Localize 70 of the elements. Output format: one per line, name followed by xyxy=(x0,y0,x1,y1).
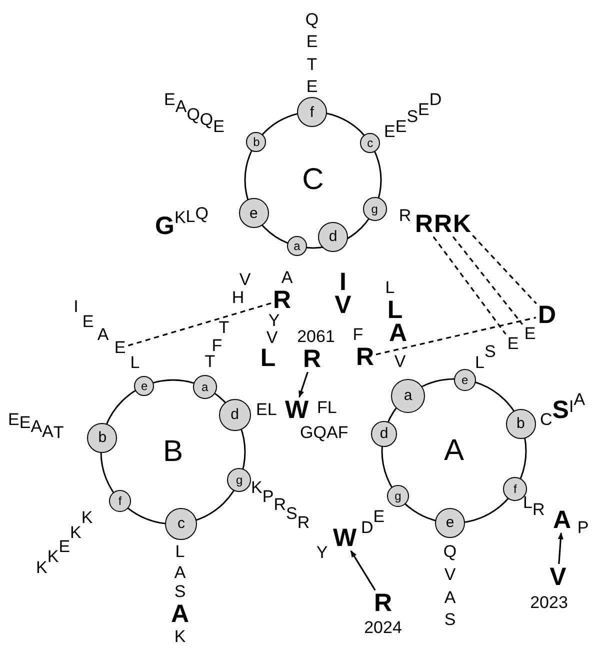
residue-letter: R xyxy=(355,345,375,369)
heptad-position-circle: a xyxy=(286,236,307,256)
heptad-position-circle: e xyxy=(134,376,154,396)
residue-letter: E xyxy=(506,335,520,353)
heptad-position-circle: b xyxy=(87,422,118,453)
residue-sequence: Y xyxy=(315,544,329,562)
residue-sequence: A xyxy=(280,269,294,287)
residue-letter: E xyxy=(113,339,127,357)
heptad-position-circle: e xyxy=(238,198,269,228)
heptad-position-circle: c xyxy=(360,133,380,154)
heptad-position-circle: d xyxy=(371,420,398,447)
residue-sequence: IEA xyxy=(72,298,110,344)
wheel-label: A xyxy=(444,436,464,466)
residue-number: 2023 xyxy=(530,594,568,612)
residue-sequence: LASAK xyxy=(170,543,190,646)
arrow xyxy=(558,532,564,564)
heptad-position-circle: a xyxy=(192,375,217,400)
heptad-position-circle: d xyxy=(218,398,251,431)
residue-letter: D xyxy=(537,303,557,327)
residue-sequence: QETE xyxy=(305,11,319,96)
heptad-position-circle: f xyxy=(296,97,327,127)
residue-sequence: L xyxy=(129,354,141,372)
heptad-position-circle: e xyxy=(435,508,465,538)
residue-sequence: EAQQE xyxy=(164,91,224,136)
heptad-position-circle: d xyxy=(318,222,348,252)
heptad-position-circle: b xyxy=(246,132,266,152)
residue-sequence: QVAS xyxy=(443,543,457,629)
residue-letter: E xyxy=(523,325,537,343)
dashed-line xyxy=(432,236,506,335)
residue-letter: K xyxy=(452,212,472,236)
wheel-label: B xyxy=(163,437,183,467)
residue-sequence: FL xyxy=(317,399,337,417)
residue-sequence: DE xyxy=(361,508,385,537)
residue-letter: R xyxy=(414,212,434,236)
dashed-line xyxy=(452,236,523,325)
wheel-label: C xyxy=(302,165,324,195)
heptad-position-circle: g xyxy=(362,196,387,221)
residue-sequence: EESED xyxy=(384,91,442,141)
heptad-position-circle: g xyxy=(386,485,409,508)
dashed-line xyxy=(472,234,537,304)
residue-sequence: EEAAT xyxy=(8,411,64,442)
heptad-position-circle: e xyxy=(454,368,476,391)
residue-sequence: P xyxy=(576,519,590,537)
residue-sequence: YVL xyxy=(259,312,281,370)
residue-sequence: GQAF xyxy=(300,424,348,442)
residue-letter: R xyxy=(272,288,292,312)
residue-sequence: R xyxy=(398,207,412,225)
residue-sequence: EL xyxy=(256,401,277,419)
residue-letter: A xyxy=(552,508,572,532)
heptad-position-circle: c xyxy=(165,508,198,540)
heptad-position-circle: a xyxy=(391,378,426,413)
heptad-position-circle: g xyxy=(227,468,252,492)
residue-sequence: LLAV xyxy=(384,279,408,371)
residue-sequence: VHTFT xyxy=(204,271,252,371)
heptad-position-circle: f xyxy=(109,490,131,512)
dashed-line xyxy=(376,316,536,356)
residue-letter: R xyxy=(302,347,322,371)
residue-sequence: IVF xyxy=(334,270,364,344)
residue-number: 2061 xyxy=(297,328,335,346)
arrow xyxy=(350,550,376,591)
residue-letter: V xyxy=(548,565,568,589)
arrow xyxy=(298,372,308,398)
residue-sequence: LS xyxy=(475,343,496,372)
residue-letter: R xyxy=(373,591,393,615)
residue-sequence: KPRSR xyxy=(251,479,310,532)
residue-letter: R xyxy=(433,212,453,236)
dashed-line xyxy=(128,302,272,346)
residue-sequence: KKEKK xyxy=(36,509,93,577)
heptad-position-circle: b xyxy=(506,408,536,439)
residue-number: 2024 xyxy=(364,619,402,637)
